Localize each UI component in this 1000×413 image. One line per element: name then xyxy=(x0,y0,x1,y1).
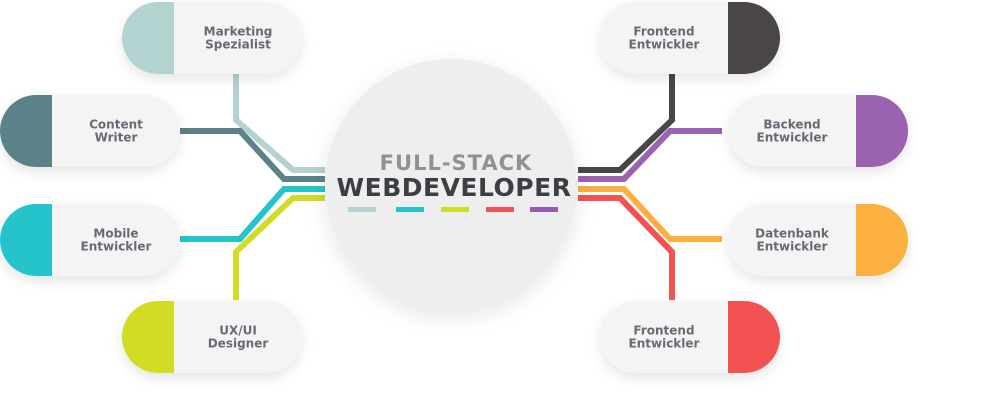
node-color-cap xyxy=(122,2,174,74)
color-dash xyxy=(530,207,558,212)
node-label-line: Mobile xyxy=(93,227,138,241)
color-dash xyxy=(396,207,424,212)
center-circle xyxy=(325,59,577,311)
center-title-main: WEBDEVELOPER xyxy=(337,173,572,202)
node-color-cap xyxy=(0,204,52,276)
node-label-line: Designer xyxy=(208,337,269,351)
connector-datenbank xyxy=(578,186,722,242)
node-color-cap xyxy=(0,95,52,167)
node-color-cap xyxy=(122,301,174,373)
color-dash xyxy=(441,207,469,212)
node-label-line: Entwickler xyxy=(757,131,828,145)
connector-marketing xyxy=(233,74,325,173)
node-label-line: Marketing xyxy=(204,25,273,39)
node-label-line: Entwickler xyxy=(81,240,152,254)
connector-content xyxy=(180,128,325,182)
connector-uxui xyxy=(233,195,325,300)
node-label-line: Entwickler xyxy=(629,38,700,52)
node-label-line: Frontend xyxy=(633,25,694,39)
connector-frontend-top xyxy=(578,74,675,173)
node-color-cap xyxy=(728,2,780,74)
node-color-cap xyxy=(856,204,908,276)
node-color-cap xyxy=(856,95,908,167)
center-title-top: FULL-STACK xyxy=(380,151,533,175)
color-dash-row xyxy=(348,207,558,212)
node-label-line: UX/UI xyxy=(219,324,257,338)
connector-frontend-bottom xyxy=(578,195,675,300)
node-label-line: Entwickler xyxy=(757,240,828,254)
connector-lines xyxy=(180,74,722,300)
node-label-line: Writer xyxy=(95,131,138,145)
node-label-line: Frontend xyxy=(633,324,694,338)
node-color-cap xyxy=(728,301,780,373)
node-label-line: Content xyxy=(89,118,143,132)
center-hub: FULL-STACK WEBDEVELOPER xyxy=(325,59,577,311)
node-label-line: Spezialist xyxy=(205,38,271,52)
color-dash xyxy=(486,207,514,212)
node-label-line: Backend xyxy=(763,118,820,132)
connector-mobile xyxy=(180,186,325,242)
color-dash xyxy=(348,207,376,212)
node-label-line: Entwickler xyxy=(629,337,700,351)
node-label-line: Datenbank xyxy=(755,227,830,241)
connector-backend xyxy=(578,128,722,182)
